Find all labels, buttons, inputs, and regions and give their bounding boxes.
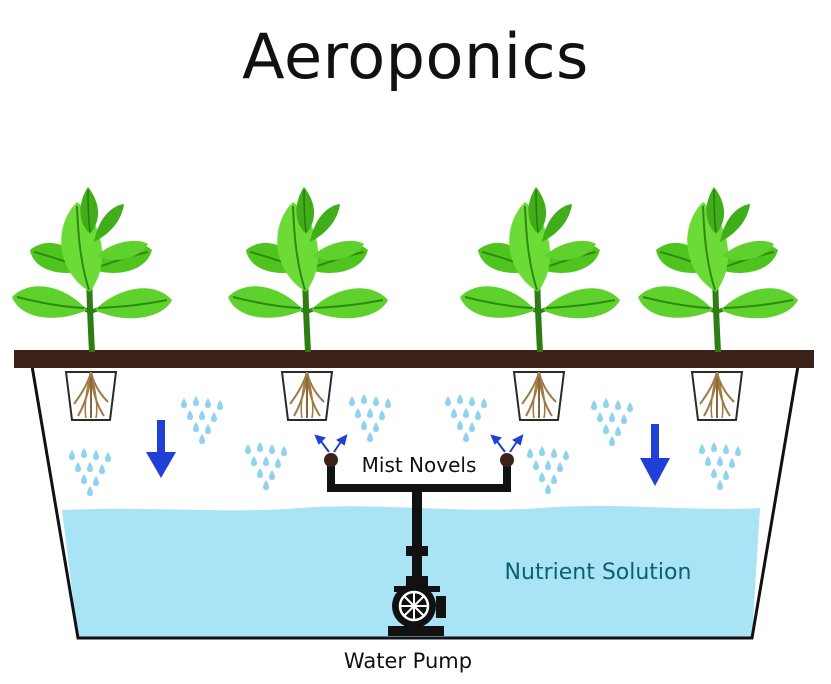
reservoir-tank [30,365,800,640]
net-pot [691,371,743,421]
water-pump [388,584,446,636]
plant [460,187,620,352]
mist-nozzle [500,453,514,467]
mist-droplets [69,448,111,496]
plant [638,187,798,352]
mist-droplets [245,442,287,490]
spray-arrow-icon [314,434,524,453]
mist-droplets [445,394,487,442]
plant [12,187,172,352]
grow-lid [14,350,814,368]
net-pot [281,371,333,421]
net-pot [65,371,117,421]
mist-nozzle [324,453,338,467]
mist-droplets [591,398,633,446]
mist-pipe-manifold [327,462,511,586]
mist-droplets [349,394,391,442]
nutrient-solution-label: Nutrient Solution [505,560,692,585]
mist-nozzles-label: Mist Novels [362,453,477,477]
down-arrow-icon [146,420,176,478]
down-arrow-icon [640,424,670,486]
nutrient-solution-water [62,506,760,638]
mist-droplets [527,446,569,494]
water-pump-label: Water Pump [344,649,472,673]
plant [228,187,388,352]
diagram-title: Aeroponics [242,20,589,93]
mist-droplets [699,442,741,490]
net-pot [513,371,565,421]
mist-droplets [181,396,223,444]
